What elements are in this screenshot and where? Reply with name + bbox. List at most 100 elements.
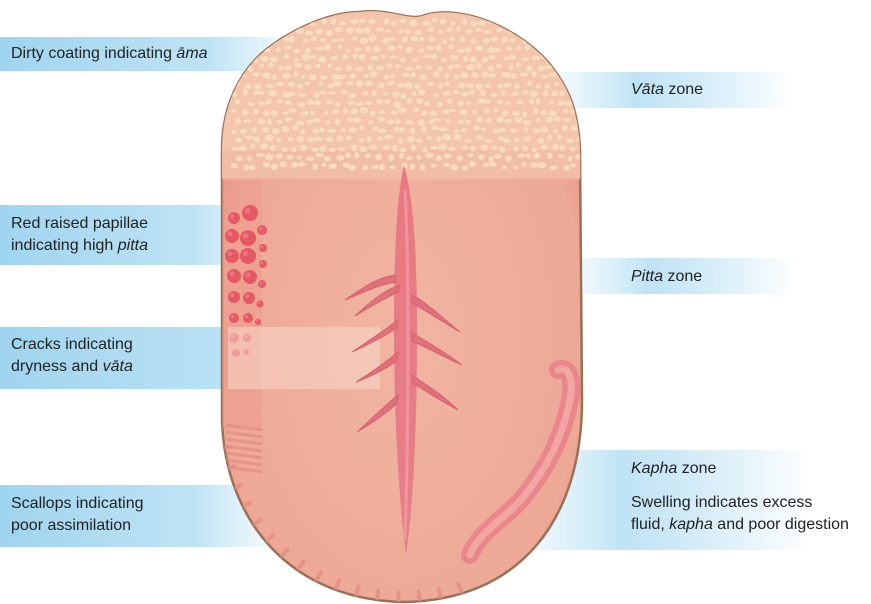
coating-dot	[353, 117, 361, 123]
coating-dot	[451, 21, 456, 26]
coating-dot	[453, 90, 459, 95]
coating-dot	[271, 164, 278, 170]
coating-dot	[236, 156, 243, 161]
coating-dot	[442, 91, 451, 96]
coating-dot	[431, 146, 438, 150]
coating-dot	[359, 126, 364, 130]
coating-dot	[488, 55, 495, 60]
coating-dot	[258, 118, 266, 125]
coating-dot	[462, 18, 467, 25]
coating-dot	[331, 18, 336, 25]
coating-dot	[312, 129, 319, 134]
coating-dot	[365, 154, 371, 159]
coating-dot	[266, 99, 272, 104]
coating-dot	[335, 102, 340, 107]
scallop-mark	[419, 592, 420, 602]
coating-dot	[323, 111, 328, 116]
coating-dot	[411, 91, 416, 96]
coating-dot	[428, 27, 434, 32]
coating-dot	[441, 58, 446, 62]
coating-dot	[242, 109, 249, 115]
coating-dot	[320, 75, 328, 79]
coating-dot	[449, 45, 455, 50]
coating-dot	[528, 29, 533, 33]
label-papillae-line2-em: pitta	[118, 237, 148, 254]
coating-dot	[399, 148, 407, 153]
coating-dot	[544, 84, 551, 89]
label-swelling-line2-pre: fluid,	[631, 516, 669, 533]
coating-dot	[244, 165, 250, 171]
label-cracks: Cracks indicating dryness and vāta	[11, 334, 133, 378]
coating-dot	[450, 164, 458, 170]
coating-dot	[252, 19, 258, 25]
coating-dot	[387, 119, 393, 125]
coating-dot	[252, 127, 257, 133]
coating-dot	[289, 36, 295, 43]
papilla-highlight	[245, 315, 249, 319]
label-vata-post: zone	[664, 81, 703, 98]
label-swelling: Swelling indicates excess fluid, kapha a…	[631, 492, 849, 536]
coating-dot	[527, 81, 533, 86]
coating-dot	[496, 63, 502, 68]
coating-dot	[345, 153, 351, 158]
coating-dot	[549, 73, 557, 77]
coating-dot	[377, 136, 382, 141]
coating-dot	[229, 72, 234, 77]
coating-dot	[335, 27, 344, 32]
coating-dot	[326, 30, 333, 36]
coating-dot	[565, 28, 570, 34]
coating-dot	[268, 90, 277, 97]
coating-dot	[505, 156, 511, 162]
coating-dot	[262, 18, 269, 22]
coating-dot	[247, 102, 255, 106]
coating-dot	[343, 54, 348, 60]
coating-dot	[416, 65, 422, 69]
coating-dot	[315, 64, 321, 68]
coating-dot	[312, 163, 317, 169]
coating-dot	[481, 145, 489, 151]
coating-dot	[415, 30, 422, 35]
coating-dot	[368, 120, 373, 125]
coating-dot	[310, 111, 315, 116]
coating-dot	[405, 82, 413, 89]
coating-dot	[447, 99, 452, 105]
coating-dot	[534, 153, 540, 159]
coating-dot	[470, 146, 475, 151]
coating-dot	[572, 19, 577, 25]
coating-dot	[399, 108, 407, 114]
coating-dot	[410, 128, 415, 135]
coating-dot	[304, 82, 310, 86]
coating-dot	[444, 153, 452, 158]
coating-dot	[534, 29, 541, 36]
papilla-highlight	[230, 214, 234, 218]
coating-dot	[294, 71, 299, 78]
papilla-highlight	[243, 233, 249, 239]
coating-dot	[309, 74, 317, 80]
coating-dot	[294, 58, 300, 62]
coating-dot	[328, 129, 337, 134]
coating-dot	[276, 47, 281, 52]
coating-dot	[297, 156, 302, 160]
coating-dot	[259, 64, 264, 68]
coating-dot	[260, 143, 268, 149]
coating-dot	[279, 66, 284, 71]
papilla	[243, 313, 253, 323]
coating-dot	[506, 47, 512, 51]
coating-dot	[395, 119, 401, 124]
papilla	[257, 225, 267, 235]
papilla-highlight	[227, 251, 232, 256]
coating-dot	[476, 45, 484, 51]
label-papillae-line2-pre: indicating high	[11, 237, 118, 254]
coating-dot	[398, 45, 403, 50]
coating-dot	[314, 100, 321, 105]
coating-dot	[523, 120, 531, 125]
coating-dot	[379, 164, 385, 170]
coating-dot	[271, 110, 278, 115]
coating-dot	[465, 29, 473, 33]
coating-dot	[558, 101, 566, 106]
coating-dot	[347, 117, 354, 121]
coating-dot	[355, 67, 363, 71]
label-pitta-em: Pitta	[631, 268, 663, 285]
coating-dot	[431, 126, 439, 131]
coating-dot	[371, 56, 379, 61]
